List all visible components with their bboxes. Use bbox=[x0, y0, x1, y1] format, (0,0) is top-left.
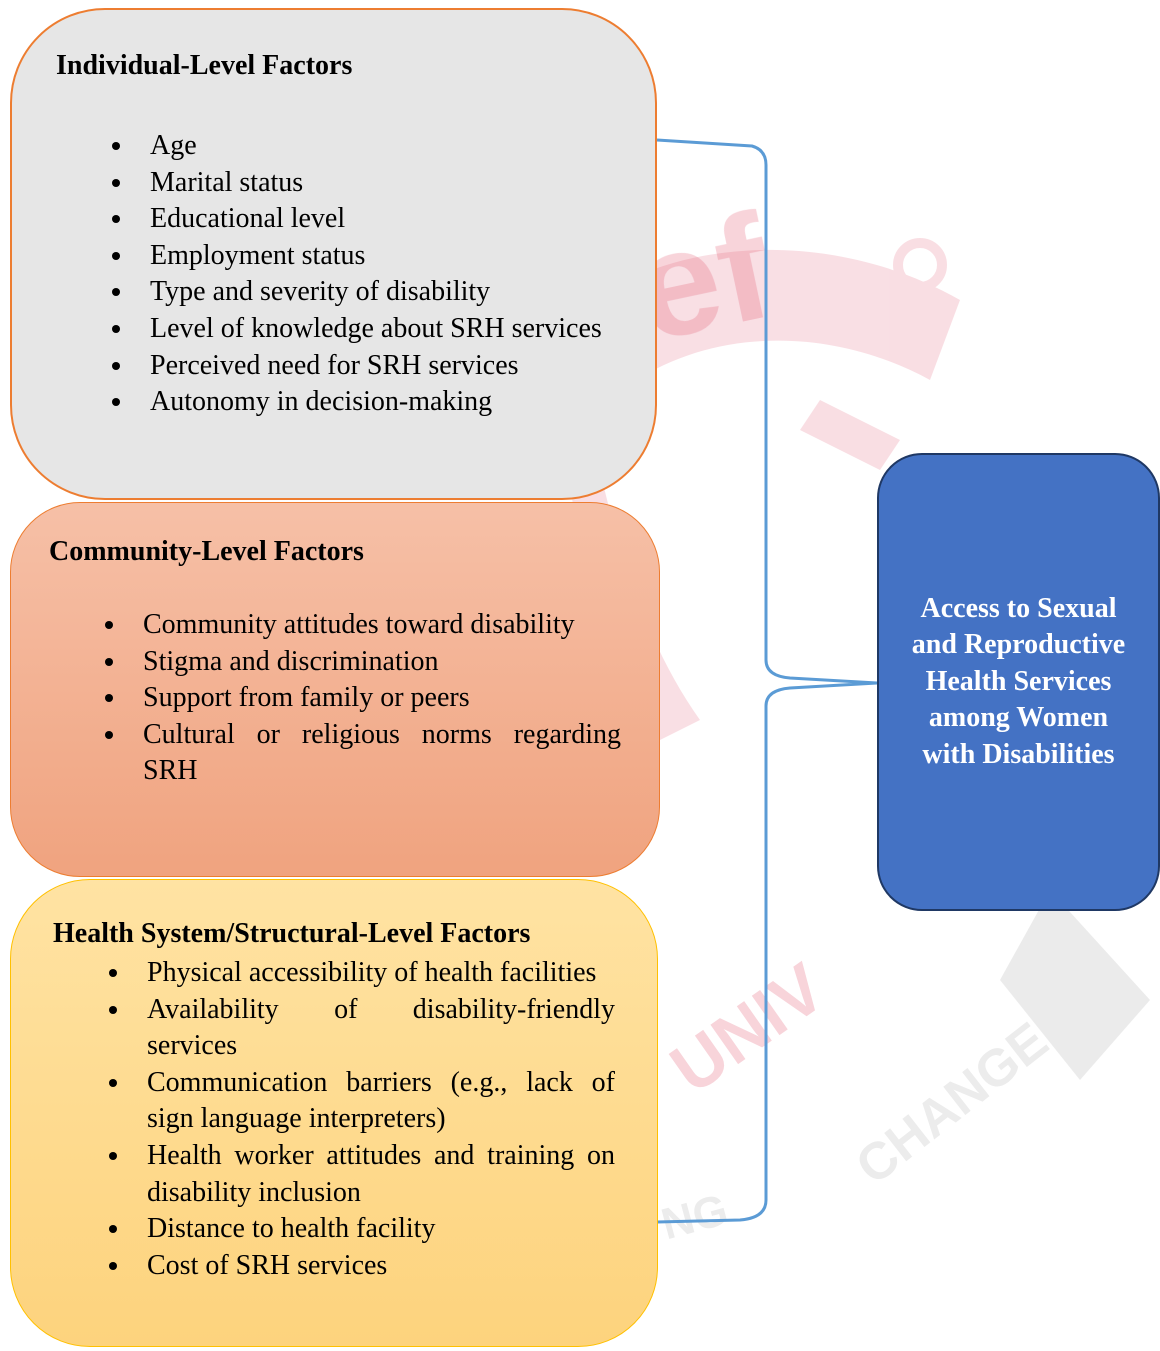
individual-factors-box: Individual-Level Factors Age Marital sta… bbox=[10, 8, 657, 500]
health-system-factors-list: Physical accessibility of health facilit… bbox=[109, 955, 615, 1284]
watermark-text-univ: UNIV bbox=[657, 948, 839, 1108]
community-factors-title: Community-Level Factors bbox=[49, 536, 364, 567]
list-item: Distance to health facility bbox=[109, 1211, 615, 1248]
list-item: Employment status bbox=[112, 238, 612, 275]
list-item: Autonomy in decision-making bbox=[112, 384, 612, 421]
list-item: Support from family or peers bbox=[105, 680, 621, 717]
health-system-factors-box: Health System/Structural-Level Factors P… bbox=[10, 879, 658, 1347]
individual-factors-title: Individual-Level Factors bbox=[56, 50, 353, 81]
watermark-text-ng: NG bbox=[656, 1185, 732, 1249]
list-item: Cultural or religious norms regarding SR… bbox=[105, 717, 621, 790]
list-item: Educational level bbox=[112, 201, 612, 238]
list-item: Level of knowledge about SRH services bbox=[112, 311, 612, 348]
outcome-title: Access to Sexual and Reproductive Health… bbox=[911, 592, 1126, 770]
list-item: Physical accessibility of health facilit… bbox=[109, 955, 615, 992]
list-item: Health worker attitudes and training on … bbox=[109, 1138, 615, 1211]
community-factors-list: Community attitudes toward disability St… bbox=[105, 607, 621, 790]
health-system-factors-title: Health System/Structural-Level Factors bbox=[53, 918, 531, 949]
list-item: Marital status bbox=[112, 165, 612, 202]
watermark-text-change: CHANGE bbox=[846, 1012, 1059, 1196]
list-item: Community attitudes toward disability bbox=[105, 607, 621, 644]
list-item: Type and severity of disability bbox=[112, 274, 612, 311]
list-item: Availability of disability-friendly serv… bbox=[109, 992, 615, 1065]
community-factors-box: Community-Level Factors Community attitu… bbox=[10, 502, 660, 877]
outcome-box: Access to Sexual and Reproductive Health… bbox=[877, 453, 1160, 911]
list-item: Perceived need for SRH services bbox=[112, 348, 612, 385]
individual-factors-list: Age Marital status Educational level Emp… bbox=[112, 128, 612, 421]
list-item: Communication barriers (e.g., lack of si… bbox=[109, 1065, 615, 1138]
list-item: Age bbox=[112, 128, 612, 165]
list-item: Stigma and discrimination bbox=[105, 644, 621, 681]
list-item: Cost of SRH services bbox=[109, 1248, 615, 1285]
